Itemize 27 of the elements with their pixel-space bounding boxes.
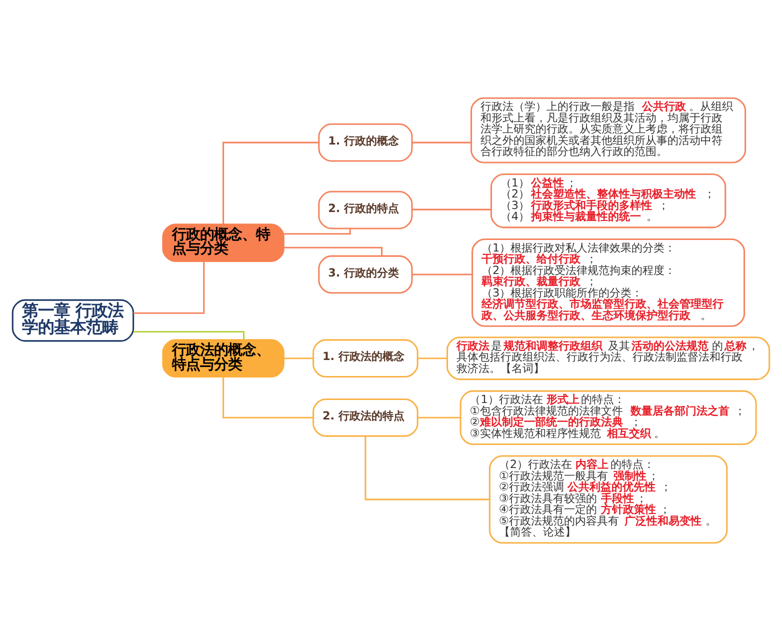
connector xyxy=(364,436,490,500)
node-box: 行政的概念、特点与分类 xyxy=(162,223,284,262)
node-box: （2）行政法在内容上的特点： ①行政法规范一般具有强制性； ②行政法强调公共利益的优先性； ③行政法具有较强的手段性； ④行政法具有一定的方针政策性； ⑤行政法规范的内容具有广泛性和易变性。 【简答、论述】 xyxy=(488,454,728,544)
connector xyxy=(418,357,447,359)
connector xyxy=(133,260,205,314)
connector xyxy=(418,416,460,418)
node-box: （1）根据行政对私人法律效果的分类：干预行政、给付行政； （2）根据行政受法律规范拘束的程度：羁束行政、裁量行政； （3）根据行政职能所作的分类：经济调节型行政、市场监管型行政、社会管理型行政、公共服务型行政、生态环境保护型行政。 xyxy=(472,238,746,326)
node-box: 1. 行政法的概念 xyxy=(312,338,418,377)
node-box: 行政法是规范和调整行政组织及其活动的公法规范的总称，具体包括行政组织法、行政行为法、行政法制监督法和行政救济法。【名词】 xyxy=(446,336,770,380)
connector xyxy=(284,357,314,359)
connector xyxy=(222,141,319,224)
node-box: 行政法（学）上的行政一般是指公共行政。从组织和形式上看，凡是行政组织及其活动，均属于行政法学上研究的行政。从实质意义上考虑，将行政组织之外的国家机关或者其他组织所从事的活动中符合行政特征的部分也纳入行政的范围。 xyxy=(470,96,746,163)
node-box: 3. 行政的分类 xyxy=(318,254,413,294)
connector xyxy=(412,141,471,143)
node-box: （1）公益性； （2）社会塑造性、整体性与积极主动性； （3）行政形式和手段的多样性； （4）拘束性与裁量性的统一。 xyxy=(490,173,726,228)
node-box: 行政法的概念、特点与分类 xyxy=(162,338,284,377)
node-box: 第一章 行政法学的基本范畴 xyxy=(12,298,134,342)
connector xyxy=(222,376,313,418)
node-box: （1）行政法在形式上的特点： ①包含行政法律规范的法律文件数量居各部门法之首； ②难以制定一部统一的行政法典； ③实体性规范和程序性规范相互交织。 xyxy=(460,390,757,444)
connector xyxy=(284,246,383,256)
node-box: 1. 行政的概念 xyxy=(318,122,413,162)
node-box: 2. 行政法的特点 xyxy=(312,398,418,436)
node-box: 2. 行政的特点 xyxy=(318,190,413,229)
connector xyxy=(412,208,492,210)
connector xyxy=(412,273,472,275)
connector xyxy=(284,228,351,234)
connector xyxy=(134,330,245,340)
